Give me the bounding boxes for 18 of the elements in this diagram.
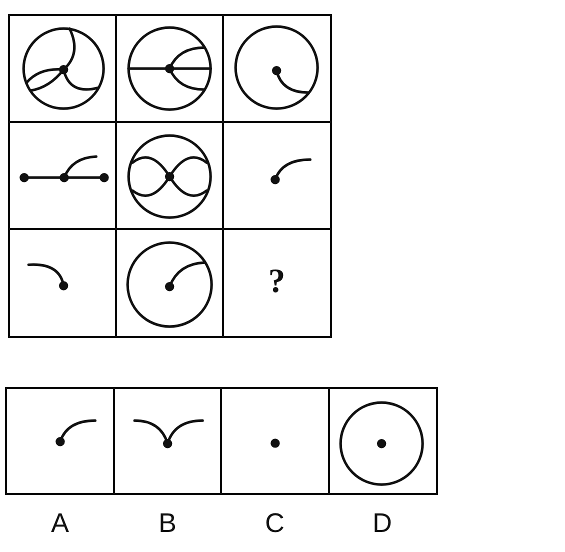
grid-cell — [222, 121, 332, 230]
option-cell — [220, 387, 330, 495]
option-cell — [328, 387, 438, 495]
option-letter: B — [158, 510, 177, 537]
grid-cell — [115, 14, 224, 124]
grid-cell — [115, 228, 224, 338]
option-cell — [5, 387, 115, 495]
grid-cell — [8, 228, 118, 338]
grid-cell — [8, 14, 118, 124]
grid-cell — [222, 228, 332, 338]
grid-cell — [222, 14, 332, 124]
option-cell — [112, 387, 222, 495]
option-letter: C — [265, 510, 284, 537]
question-mark: ? — [268, 265, 286, 300]
grid-cell — [8, 121, 118, 230]
option-letter: D — [372, 510, 392, 537]
grid-cell — [115, 121, 224, 230]
option-letter: A — [51, 510, 70, 537]
